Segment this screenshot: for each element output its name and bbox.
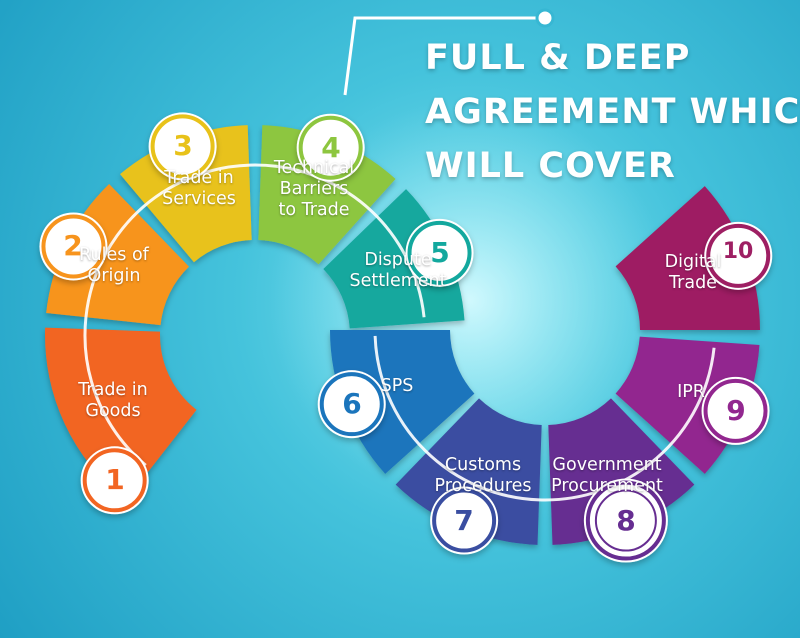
segment-label-line: Dispute xyxy=(364,250,432,270)
segment-label-line: Trade xyxy=(669,273,717,293)
badge-number-1: 1 xyxy=(105,463,125,496)
badge-number-4: 4 xyxy=(321,131,341,164)
segment-label-6: SPS xyxy=(341,376,453,397)
segment-1 xyxy=(44,327,197,501)
segment-label-line: Barriers xyxy=(279,179,349,199)
badge-ring-1 xyxy=(82,448,147,513)
segment-label-line: Trade in xyxy=(164,168,234,188)
segment-label-line: to Trade xyxy=(278,200,350,220)
segment-label-line: Rules of xyxy=(79,245,149,265)
badge-ring-6 xyxy=(319,372,384,437)
segment-label-line: Goods xyxy=(85,401,141,421)
badge-inner-ring-8 xyxy=(594,489,657,552)
segment-6 xyxy=(330,330,475,474)
upper-ring-accent xyxy=(83,163,426,467)
title-line-2: AGREEMENT WHICH xyxy=(425,92,800,132)
segment-label-line: Customs xyxy=(444,455,522,475)
badge-ring-9 xyxy=(703,378,768,443)
badge-number-8: 8 xyxy=(616,504,636,537)
connector-dot xyxy=(535,8,555,28)
segment-label-line: IPR xyxy=(677,382,705,402)
lower-ring-accent xyxy=(373,335,716,502)
badge-number-6: 6 xyxy=(342,387,362,420)
title-line-1: FULL & DEEP xyxy=(425,38,691,78)
badge-ring-7 xyxy=(432,488,497,553)
segment-label-9: IPR xyxy=(635,382,747,403)
badge-ring-4 xyxy=(298,115,363,180)
segment-label-line: Services xyxy=(162,189,236,209)
badge-ring-8 xyxy=(585,480,666,561)
badge-number-2: 2 xyxy=(63,229,83,262)
connector-line xyxy=(343,16,545,96)
segment-label-line: Procurement xyxy=(551,476,663,496)
segment-label-line: Digital xyxy=(664,252,722,272)
segment-7 xyxy=(395,398,542,545)
segment-label-line: Government xyxy=(552,455,662,475)
segment-label-line: SPS xyxy=(380,376,414,396)
badge-number-3: 3 xyxy=(173,129,193,162)
segment-label-line: Settlement xyxy=(349,271,447,291)
segment-label-line: Procedures xyxy=(434,476,532,496)
segment-10 xyxy=(615,186,760,330)
badge-number-10: 10 xyxy=(722,239,754,264)
title-line-3: WILL COVER xyxy=(425,146,676,186)
segment-label-line: Trade in xyxy=(78,380,148,400)
badge-number-9: 9 xyxy=(726,394,746,427)
segment-label-line: Technical xyxy=(273,158,355,178)
badge-ring-2 xyxy=(41,214,106,279)
badge-number-7: 7 xyxy=(454,504,474,537)
badge-number-5: 5 xyxy=(430,236,450,269)
badge-ring-3 xyxy=(150,114,215,179)
segment-label-line: Origin xyxy=(87,266,141,286)
badge-ring-5 xyxy=(407,220,472,285)
badge-ring-10 xyxy=(706,223,771,288)
